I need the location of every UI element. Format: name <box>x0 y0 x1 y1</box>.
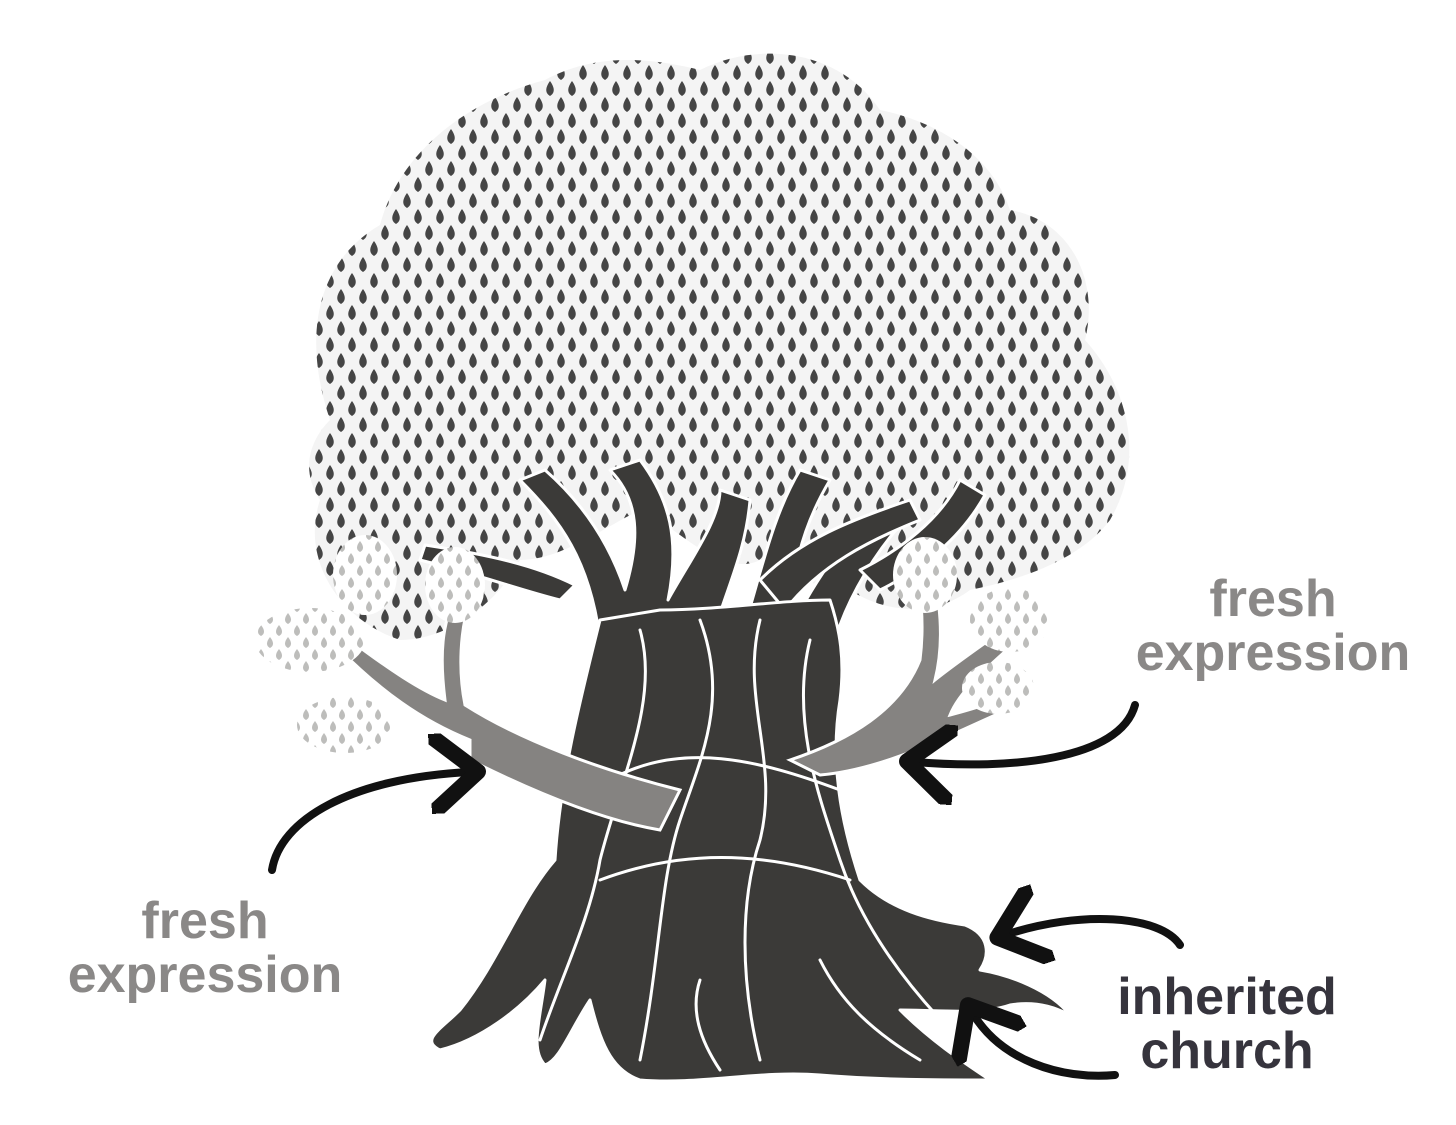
fresh-branch-left <box>255 535 683 832</box>
label-inherited-church: inherited church <box>1082 970 1372 1078</box>
label-fresh-left-line2: expression <box>67 946 343 1004</box>
label-inherited-line1: inherited <box>1117 968 1337 1026</box>
tree-canopy <box>309 53 1130 640</box>
arrow-fresh-right-icon <box>915 701 1139 764</box>
label-fresh-right-line2: expression <box>1135 624 1411 682</box>
label-inherited-line2: church <box>1140 1022 1314 1080</box>
label-fresh-expression-right: fresh expression <box>1108 572 1438 680</box>
fresh-branch-right <box>786 537 1050 777</box>
arrow-fresh-left-icon <box>268 772 470 874</box>
tree-trunk <box>418 458 1072 1083</box>
label-fresh-right-line1: fresh <box>1209 570 1337 628</box>
trunk-strands <box>538 618 962 1072</box>
label-fresh-expression-left: fresh expression <box>40 894 370 1002</box>
canopy-leaves <box>309 53 1130 640</box>
label-fresh-left-line1: fresh <box>141 892 269 950</box>
arrows <box>268 701 1184 1080</box>
arrow-inherited-top-icon <box>1005 919 1184 945</box>
arrow-inherited-bottom-icon <box>972 1012 1119 1080</box>
